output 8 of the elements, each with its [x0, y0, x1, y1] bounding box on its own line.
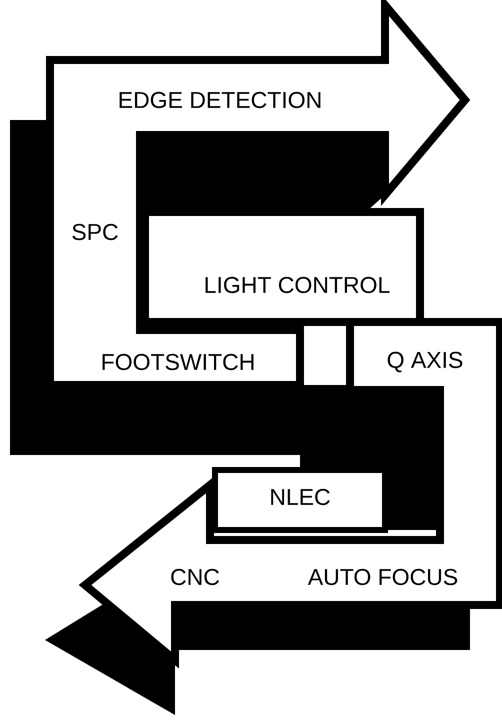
arrow-label: SPC	[72, 224, 118, 240]
arrow-label: FOOTSWITCH	[102, 354, 254, 370]
arrow-label: Q AXIS	[388, 352, 462, 372]
arrow-label: EDGE DETECTION	[120, 92, 320, 108]
arrow-label: AUTO FOCUS	[308, 568, 458, 586]
arrow-label: LIGHT CONTROL	[206, 276, 390, 294]
arrow-label: NLEC	[271, 488, 330, 506]
arrow-label: CNC	[171, 568, 220, 586]
